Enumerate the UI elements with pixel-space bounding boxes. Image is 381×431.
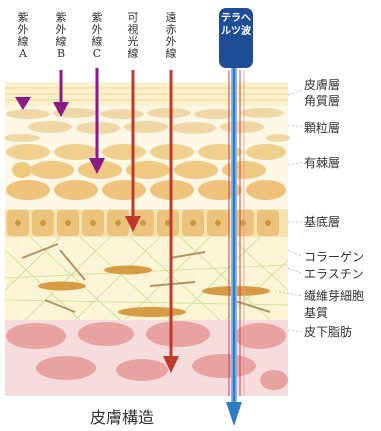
granular-layer bbox=[4, 106, 290, 142]
terahertz-label: テラヘルツ波 bbox=[221, 13, 251, 37]
label-collagen: コラーゲン bbox=[304, 250, 365, 264]
subcutaneous-fat-layer bbox=[5, 320, 288, 396]
visible-light-arrow bbox=[125, 70, 141, 232]
uvb-label: 紫外線B bbox=[55, 11, 67, 60]
terahertz-badge bbox=[219, 8, 253, 68]
label-elastin: エラスチン bbox=[304, 267, 364, 281]
far-infrared-label: 遠赤外線 bbox=[165, 11, 177, 60]
label-matrix: 基質 bbox=[304, 306, 329, 320]
dermis-layer bbox=[4, 236, 289, 321]
spinous-layer bbox=[5, 142, 288, 208]
label-subcutaneous-fat: 皮下脂肪 bbox=[304, 325, 353, 339]
label-granular-layer: 顆粒層 bbox=[304, 121, 341, 135]
uva-arrow bbox=[15, 97, 31, 110]
visible-light-label: 可視光線 bbox=[127, 11, 139, 60]
label-basal-layer: 基底層 bbox=[304, 215, 341, 229]
uvc-arrow bbox=[89, 68, 105, 174]
uvc-label: 紫外線C bbox=[91, 11, 103, 60]
uva-label: 紫外線A bbox=[17, 11, 29, 60]
label-spinous-layer: 有棘層 bbox=[304, 156, 341, 170]
leader-lines bbox=[274, 89, 304, 333]
uvb-arrow bbox=[53, 70, 69, 117]
diagram-caption: 皮膚構造 bbox=[90, 408, 155, 427]
label-fibroblast: 繊維芽細胞 bbox=[304, 289, 365, 303]
far-infrared-arrow bbox=[163, 70, 179, 373]
terahertz-arrow bbox=[226, 68, 245, 426]
label-stratum-corneum: 角質層 bbox=[304, 94, 341, 108]
basal-layer bbox=[5, 209, 288, 237]
label-skin-layer: 皮膚層 bbox=[304, 78, 341, 92]
